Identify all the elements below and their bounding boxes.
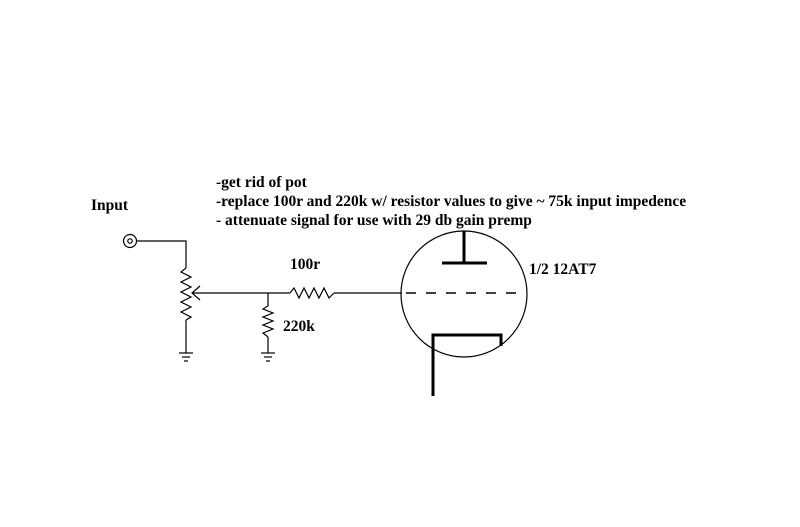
tube-cathode <box>431 333 503 396</box>
input-wire <box>136 240 187 268</box>
note-attenuate-signal: - attenuate signal for use with 29 db ga… <box>216 212 532 229</box>
resistor-100r-label: 100r <box>290 256 321 273</box>
note-replace-resistors: -replace 100r and 220k w/ resistor value… <box>216 193 687 210</box>
input-jack-outer <box>122 233 138 249</box>
ground-symbol-shunt <box>261 352 275 362</box>
tube-label: 1/2 12AT7 <box>529 261 597 278</box>
resistor-220k <box>261 305 275 338</box>
input-label: Input <box>91 197 129 214</box>
resistor-220k-label: 220k <box>283 318 315 335</box>
resistor-100r <box>289 286 335 300</box>
input-jack-inner <box>127 238 133 244</box>
potentiometer-resistor <box>179 267 193 321</box>
ground-symbol-pot <box>179 352 193 362</box>
note-get-rid-of-pot: -get rid of pot <box>216 174 307 191</box>
